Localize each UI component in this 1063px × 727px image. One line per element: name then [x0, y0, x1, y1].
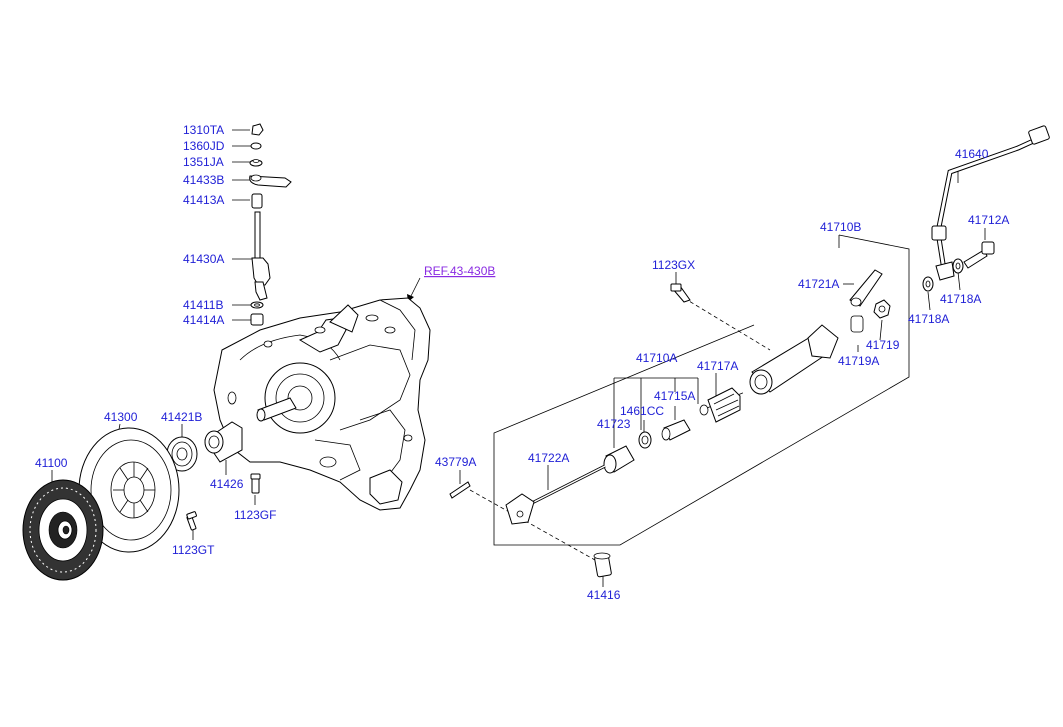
label-41722A[interactable]: 41722A	[528, 451, 569, 465]
assembly-outline	[469, 234, 910, 561]
label-41719A[interactable]: 41719A	[838, 354, 879, 368]
label-41300[interactable]: 41300	[104, 410, 138, 424]
label-43779A[interactable]: 43779A	[435, 455, 476, 469]
part-labels: 1310TA 1360JD 1351JA 41433B 41413A 41430…	[35, 123, 1009, 602]
label-41718A-left[interactable]: 41718A	[908, 312, 949, 326]
release-cylinder	[449, 269, 891, 578]
label-41414A[interactable]: 41414A	[183, 313, 224, 327]
label-ref-43-430B[interactable]: REF.43-430B	[424, 264, 495, 278]
label-41640[interactable]: 41640	[955, 147, 989, 161]
label-41416[interactable]: 41416	[587, 588, 621, 602]
label-1461CC[interactable]: 1461CC	[620, 404, 664, 418]
label-41710A[interactable]: 41710A	[636, 351, 677, 365]
label-41433B[interactable]: 41433B	[183, 173, 224, 187]
label-41430A[interactable]: 41430A	[183, 252, 224, 266]
label-1123GX[interactable]: 1123GX	[652, 258, 695, 272]
transaxle-housing	[213, 297, 431, 511]
label-1360JD[interactable]: 1360JD	[183, 139, 225, 153]
label-41712A[interactable]: 41712A	[968, 213, 1009, 227]
label-41413A[interactable]: 41413A	[183, 193, 224, 207]
clutch-disc	[22, 479, 104, 581]
label-41721A[interactable]: 41721A	[798, 277, 839, 291]
label-41710B[interactable]: 41710B	[820, 220, 861, 234]
clutch-hose	[922, 125, 1050, 292]
label-41719[interactable]: 41719	[866, 338, 900, 352]
label-1310TA[interactable]: 1310TA	[183, 123, 224, 137]
label-41421B[interactable]: 41421B	[161, 410, 202, 424]
label-1123GF[interactable]: 1123GF	[234, 508, 276, 522]
label-41718A-right[interactable]: 41718A	[940, 292, 981, 306]
label-41715A[interactable]: 41715A	[654, 389, 695, 403]
label-1123GT[interactable]: 1123GT	[172, 543, 215, 557]
label-41411B[interactable]: 41411B	[183, 298, 223, 312]
label-41717A[interactable]: 41717A	[697, 359, 738, 373]
shift-shaft-assembly	[249, 123, 292, 326]
label-1351JA[interactable]: 1351JA	[183, 155, 224, 169]
label-41723[interactable]: 41723	[597, 417, 631, 431]
label-41100[interactable]: 41100	[35, 456, 68, 470]
label-41426[interactable]: 41426	[210, 477, 244, 491]
